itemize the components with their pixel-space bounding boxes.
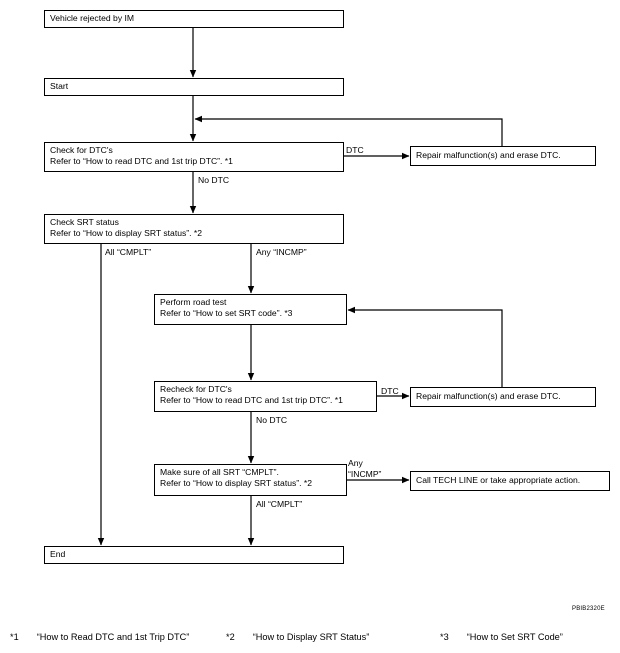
box-check-dtc-line1: Check for DTC's [50,145,113,155]
box-check-srt: Check SRT status Refer to “How to displa… [44,214,344,244]
box-start: Start [44,78,344,96]
box-road-test-line1: Perform road test [160,297,227,307]
box-road-test-line2: Refer to “How to set SRT code”. *3 [160,308,293,318]
footnote-1: *1 “How to Read DTC and 1st Trip DTC” [10,632,189,642]
label-no-dtc-2: No DTC [256,415,288,425]
loop-repair-to-check [194,115,503,146]
box-vehicle-rejected: Vehicle rejected by IM [44,10,344,28]
box-end-text: End [50,549,66,559]
box-check-dtc: Check for DTC's Refer to “How to read DT… [44,142,344,172]
box-recheck-dtc: Recheck for DTC's Refer to “How to read … [154,381,377,412]
box-repair-1: Repair malfunction(s) and erase DTC. [410,146,596,166]
box-check-srt-line1: Check SRT status [50,217,119,227]
box-repair-1-text: Repair malfunction(s) and erase DTC. [416,150,561,160]
footnote-3-mark: *3 [440,632,449,642]
loop-repair-to-road [347,306,503,387]
footnote-1-mark: *1 [10,632,19,642]
box-tech-line-text: Call TECH LINE or take appropriate actio… [416,475,581,485]
label-any-incmp-1: Any “INCMP” [256,247,307,257]
footnote-3: *3 “How to Set SRT Code” [440,632,563,642]
label-no-dtc-1: No DTC [198,175,230,185]
label-dtc-2: DTC [381,386,399,396]
box-recheck-dtc-line2: Refer to “How to read DTC and 1st trip D… [160,395,343,405]
box-tech-line: Call TECH LINE or take appropriate actio… [410,471,610,491]
box-make-sure-line1: Make sure of all SRT “CMPLT”. [160,467,279,477]
reference-code: PBIB2320E [572,606,605,612]
box-repair-2: Repair malfunction(s) and erase DTC. [410,387,596,407]
label-all-cmplt-2: All “CMPLT” [256,499,303,509]
label-all-cmplt-1: All “CMPLT” [105,247,152,257]
box-make-sure-line2: Refer to “How to display SRT status”. *2 [160,478,313,488]
label-any-incmp-2a: Any [348,458,363,468]
footnote-2-text: “How to Display SRT Status” [252,632,370,642]
box-start-text: Start [50,81,69,91]
footnote-1-text: “How to Read DTC and 1st Trip DTC” [36,632,190,642]
label-dtc-1: DTC [346,145,364,155]
box-recheck-dtc-line1: Recheck for DTC's [160,384,232,394]
box-check-dtc-line2: Refer to “How to read DTC and 1st trip D… [50,156,233,166]
box-make-sure-srt: Make sure of all SRT “CMPLT”. Refer to “… [154,464,347,496]
box-repair-2-text: Repair malfunction(s) and erase DTC. [416,391,561,401]
label-any-incmp-2b: “INCMP” [348,469,382,479]
box-end: End [44,546,344,564]
footnote-2-mark: *2 [226,632,235,642]
box-check-srt-line2: Refer to “How to display SRT status”. *2 [50,228,203,238]
box-vehicle-rejected-text: Vehicle rejected by IM [50,13,135,23]
footnote-3-text: “How to Set SRT Code” [466,632,563,642]
box-road-test: Perform road test Refer to “How to set S… [154,294,347,325]
footnote-2: *2 “How to Display SRT Status” [226,632,369,642]
